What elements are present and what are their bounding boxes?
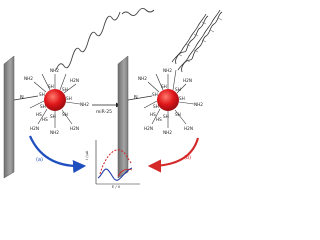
left-amine-5: NH2 [50,130,59,135]
left-sh-labels: SH SH SH SH SH SH SH [39,84,72,119]
reaction-arrow: miR-25 [92,102,121,115]
left-sh-4: SH [62,112,68,117]
right-sh-7: SH [153,104,159,109]
right-panel: N SH SH SH SH SH SH SH NH2 H2N NH2 [117,9,223,179]
left-gold-nanoparticle [44,89,66,111]
bottom-section: (a) (b) I / μA E / V [28,135,200,189]
left-amine-1: NH2 [50,68,59,73]
right-curved-arrow [147,137,200,173]
right-hs-1: HS [150,112,156,117]
left-hs-2: HS [42,117,48,122]
left-electrode [3,55,15,179]
right-tag: (b) [184,155,191,161]
left-amine-6: H2N [30,126,39,131]
left-target-strand [121,7,155,17]
right-electrode [117,55,129,179]
diagram-canvas: N SH SH SH SH SH SH SH NH2 [3,7,223,189]
volt-x-label: E / V [112,185,121,189]
right-sh-6: SH [152,92,158,97]
right-helix-rungs [177,17,223,63]
left-panel: N SH SH SH SH SH SH SH NH2 [3,7,155,179]
volt-curve-a [97,167,133,181]
right-linker-line [127,95,153,101]
volt-y-label: I / μA [85,150,89,160]
left-sh-6: SH [39,92,45,97]
left-sh-2: SH [62,87,68,92]
right-amine-2: H2N [183,78,192,83]
left-ligand-spokes [29,73,81,128]
right-amine-4: H2N [184,126,193,131]
right-sh-labels: SH SH SH SH SH SH SH [152,84,185,119]
left-amine-7: NH2 [24,76,33,81]
left-amine-labels: NH2 H2N NH2 H2N NH2 H2N NH2 [24,68,89,135]
right-sh-4: SH [175,112,181,117]
right-hs-2: HS [156,117,162,122]
right-sh-3: SH [179,96,185,101]
left-sh-7: SH [40,104,46,109]
voltammogram: I / μA E / V [85,140,140,189]
left-probe-strand [55,11,121,71]
reaction-arrow-label: miR-25 [96,109,112,115]
right-amine-7: NH2 [138,76,147,81]
right-amine-1: NH2 [163,68,172,73]
left-tag: (a) [36,157,43,163]
right-sh-1: SH [161,84,167,89]
right-amine-labels: NH2 H2N NH2 H2N NH2 H2N NH2 [138,68,203,135]
left-amine-2: H2N [70,78,79,83]
left-hs-1: HS [36,112,42,117]
left-sh-3: SH [66,96,72,101]
right-hs-labels: HS HS [150,112,162,122]
right-amine-5: NH2 [163,130,172,135]
right-linker-label: N [134,95,138,101]
volt-curve-b-lower [117,168,133,177]
volt-curve-b [99,149,133,175]
left-linker-line [13,95,39,101]
left-amine-3: NH2 [80,102,89,107]
right-sh-2: SH [175,87,181,92]
left-linker-label: N [20,95,24,101]
right-double-helix [171,9,223,73]
right-ligand-spokes [143,69,195,128]
left-hs-labels: HS HS [36,112,48,122]
left-sh-1: SH [48,84,54,89]
right-gold-nanoparticle [157,89,179,111]
right-sh-5: SH [163,114,169,119]
left-sh-5: SH [50,114,56,119]
right-amine-6: H2N [144,126,153,131]
left-amine-4: H2N [70,126,79,131]
right-amine-3: NH2 [194,102,203,107]
left-curved-arrow [28,135,87,174]
